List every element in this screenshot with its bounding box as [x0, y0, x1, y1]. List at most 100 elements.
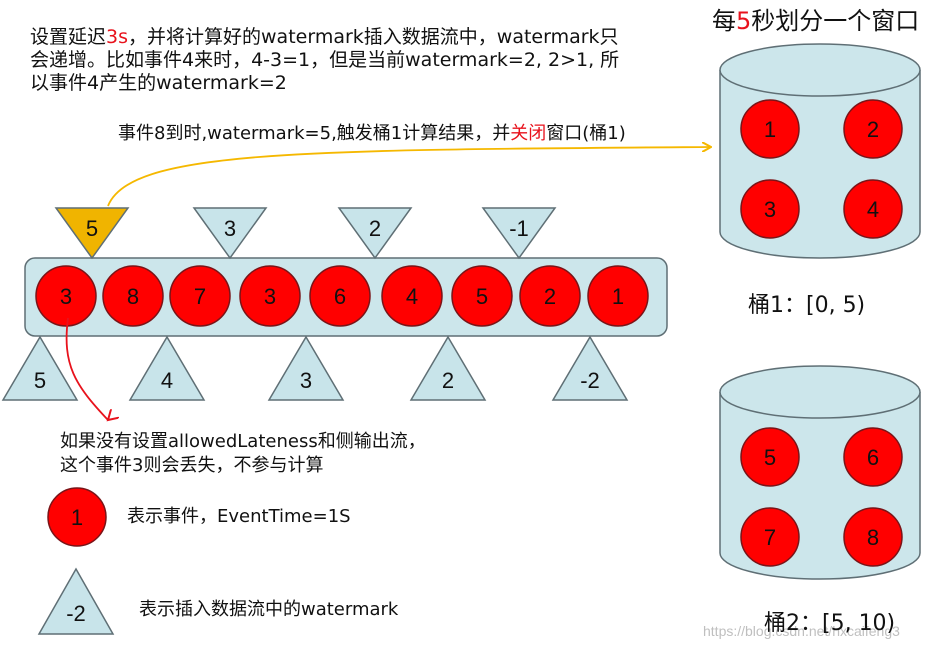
bottom-watermark-shape	[409, 335, 487, 401]
bottom-watermarks: 5 4 3 2 -2	[1, 335, 629, 401]
stream-event: 5	[451, 265, 513, 327]
bottom-watermark: -2	[551, 335, 629, 401]
bottom-watermark-label: 5	[34, 368, 46, 393]
bucket-2: 5 6 7 8	[719, 365, 921, 580]
bucket1-event-label: 1	[764, 117, 776, 142]
bucket2-label: 桶2：[5, 10)	[764, 611, 896, 636]
stream-event: 1	[587, 265, 649, 327]
stream-event-circle	[35, 265, 97, 327]
bucket1-event-circle	[740, 179, 800, 239]
legend-watermark-sample-label: -2	[66, 601, 86, 626]
legend-watermark-sample: -2	[37, 567, 115, 635]
stream-event: 3	[239, 265, 301, 327]
bottom-watermark-shape	[267, 335, 345, 401]
top-watermark-label: 5	[86, 216, 98, 241]
top-watermark-shape	[337, 207, 413, 260]
bucket2-event-label: 6	[867, 445, 879, 470]
bucket2-event-circle	[740, 427, 800, 487]
bucket-1: 1 2 3 4	[719, 43, 921, 259]
bottom-watermark: 3	[267, 335, 345, 401]
top-watermark: 3	[192, 207, 268, 260]
stream-event-label: 6	[334, 284, 346, 309]
window-title-prefix: 每	[712, 7, 736, 35]
bucket1-event-label: 4	[867, 197, 879, 222]
bucket2-event: 6	[843, 427, 903, 487]
bucket1-event-circle	[843, 179, 903, 239]
bucket1-label: 桶1：[0, 5)	[748, 293, 866, 318]
bucket2-event-label: 8	[867, 525, 879, 550]
bucket1-event: 4	[843, 179, 903, 239]
bottom-watermark-label: -2	[580, 368, 600, 393]
stream-event-circle	[451, 265, 513, 327]
top-watermark-shape	[54, 207, 130, 260]
stream-event-circle	[519, 265, 581, 327]
stream-event-label: 5	[476, 284, 488, 309]
late-note: 如果没有设置allowedLateness和侧输出流， 这个事件3则会丢失，不参…	[60, 431, 426, 476]
bucket2-event-label: 5	[764, 445, 776, 470]
bucket2-event-label: 7	[764, 525, 776, 550]
top-watermark-label: -1	[509, 216, 529, 241]
bucket2-event: 5	[740, 427, 800, 487]
window-title-suffix: 秒划分一个窗口	[751, 7, 920, 35]
legend-event-sample: 1	[47, 487, 107, 547]
legend-watermark-text: 表示插入数据流中的watermark	[139, 599, 399, 620]
bucket1-event-label: 2	[867, 117, 879, 142]
top-watermark-shape	[192, 207, 268, 260]
window-title: 每5秒划分一个窗口	[712, 7, 919, 35]
bucket2-event: 7	[740, 507, 800, 567]
bucket1-event: 1	[740, 99, 800, 159]
stream-event: 8	[102, 265, 164, 327]
bucket1-event: 3	[740, 179, 800, 239]
trigger-note-suffix: 窗口(桶1)	[546, 123, 626, 144]
top-watermark-shape	[481, 207, 557, 260]
bucket1-event-circle	[843, 99, 903, 159]
top-watermark-label: 2	[369, 216, 381, 241]
bottom-watermark-label: 3	[300, 368, 312, 393]
bucket1-event-circle	[740, 99, 800, 159]
legend-event-text: 表示事件，EventTime=1S	[127, 506, 351, 527]
stream-event-label: 1	[612, 284, 624, 309]
legend-event-sample-label: 1	[71, 505, 83, 530]
stream-event-label: 4	[406, 284, 418, 309]
stream-event-label: 2	[544, 284, 556, 309]
top-note-suffix: ，并将计算好的watermark插入数据流中，watermark只会递增。比如事…	[30, 26, 620, 94]
stream-event-label: 3	[60, 284, 72, 309]
stream-event: 2	[519, 265, 581, 327]
credit-watermark: https://blog.csdn.net/hxcaifeng3	[703, 623, 900, 639]
stream-event-circle	[381, 265, 443, 327]
window-title-highlight: 5	[736, 7, 752, 35]
top-watermark: 5	[54, 207, 130, 260]
bucket2-event-circle	[843, 507, 903, 567]
trigger-note-highlight: 关闭	[510, 123, 547, 144]
stream-event: 6	[309, 265, 371, 327]
stream-event-circle	[102, 265, 164, 327]
bottom-watermark: 2	[409, 335, 487, 401]
top-note-delay: 3s	[106, 26, 129, 48]
bottom-watermark-label: 4	[161, 368, 173, 393]
stream-event: 7	[169, 265, 231, 327]
stream-event-circle	[309, 265, 371, 327]
top-watermarks: 5 3 2 -1	[54, 207, 557, 260]
top-watermark-label: 3	[224, 216, 236, 241]
bucket2-event: 8	[843, 507, 903, 567]
stream-event: 3	[35, 265, 97, 327]
stream-event-label: 8	[127, 284, 139, 309]
bucket2-event-circle	[843, 427, 903, 487]
stream-event-circle	[587, 265, 649, 327]
bucket2-event-circle	[740, 507, 800, 567]
stream-event-label: 7	[194, 284, 206, 309]
bucket1-event-label: 3	[764, 197, 776, 222]
top-note-prefix: 设置延迟	[30, 26, 107, 48]
stream-event: 4	[381, 265, 443, 327]
stream-events: 3 8 7 3 6 4 5 2 1	[35, 265, 649, 327]
bottom-watermark: 4	[128, 335, 206, 401]
stream-event-circle	[239, 265, 301, 327]
bottom-watermark-shape	[128, 335, 206, 401]
top-watermark: 2	[337, 207, 413, 260]
bottom-watermark-label: 2	[442, 368, 454, 393]
trigger-note-prefix: 事件8到时,watermark=5,触发桶1计算结果，并	[118, 123, 511, 144]
stream-event-circle	[169, 265, 231, 327]
bottom-watermark-shape	[1, 335, 79, 401]
trigger-note: 事件8到时,watermark=5,触发桶1计算结果，并关闭窗口(桶1)	[118, 122, 626, 145]
top-watermark: -1	[481, 207, 557, 260]
